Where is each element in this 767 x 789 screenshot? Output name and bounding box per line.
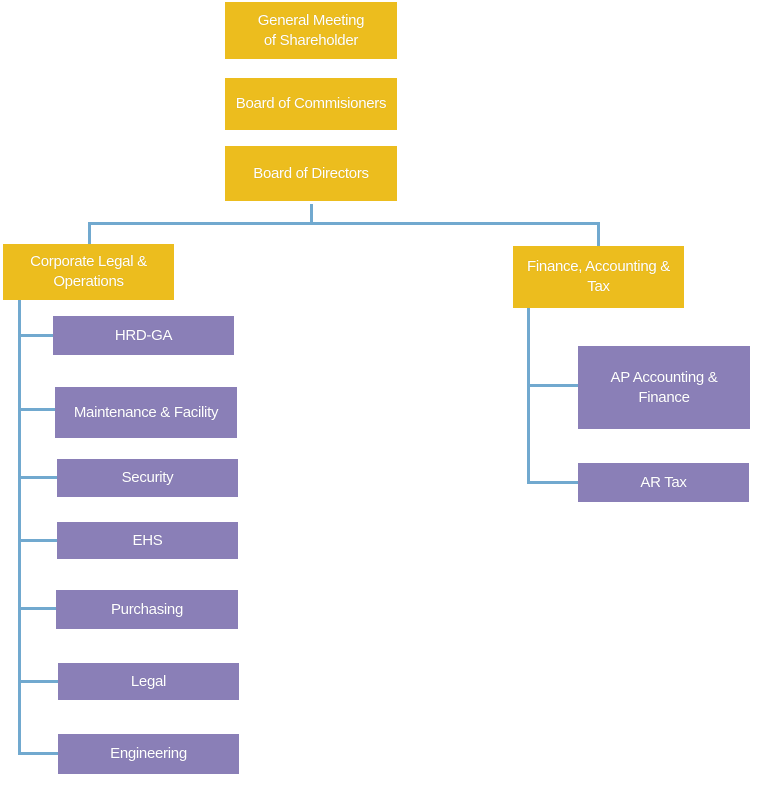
connector-division-bar xyxy=(88,222,600,225)
connector-branch-purchasing xyxy=(18,607,56,610)
connector-branch-maintenance xyxy=(18,408,55,411)
node-ap-accounting-finance: AP Accounting & Finance xyxy=(578,346,750,429)
node-ehs: EHS xyxy=(57,522,238,559)
node-legal: Legal xyxy=(58,663,239,700)
node-purchasing: Purchasing xyxy=(56,590,238,629)
connector-branch-ar xyxy=(527,481,578,484)
node-ar-tax: AR Tax xyxy=(578,463,749,502)
connector-to-corporate xyxy=(88,222,91,244)
node-board-of-directors: Board of Directors xyxy=(225,146,397,201)
connector-branch-engineering xyxy=(18,752,58,755)
connector-finance-spine xyxy=(527,308,530,484)
connector-bod-down xyxy=(310,204,313,224)
node-corporate-legal-operations: Corporate Legal & Operations xyxy=(3,244,174,300)
connector-to-finance xyxy=(597,222,600,246)
connector-corporate-spine xyxy=(18,300,21,755)
connector-branch-ehs xyxy=(18,539,57,542)
node-hrd-ga: HRD-GA xyxy=(53,316,234,355)
node-engineering: Engineering xyxy=(58,734,239,774)
node-security: Security xyxy=(57,459,238,497)
connector-branch-hrd-ga xyxy=(18,334,53,337)
node-maintenance-facility: Maintenance & Facility xyxy=(55,387,237,438)
connector-branch-security xyxy=(18,476,57,479)
node-finance-accounting-tax: Finance, Accounting & Tax xyxy=(513,246,684,308)
connector-branch-legal xyxy=(18,680,58,683)
node-general-meeting: General Meeting of Shareholder xyxy=(225,2,397,59)
connector-branch-ap xyxy=(527,384,578,387)
node-board-of-commissioners: Board of Commisioners xyxy=(225,78,397,130)
